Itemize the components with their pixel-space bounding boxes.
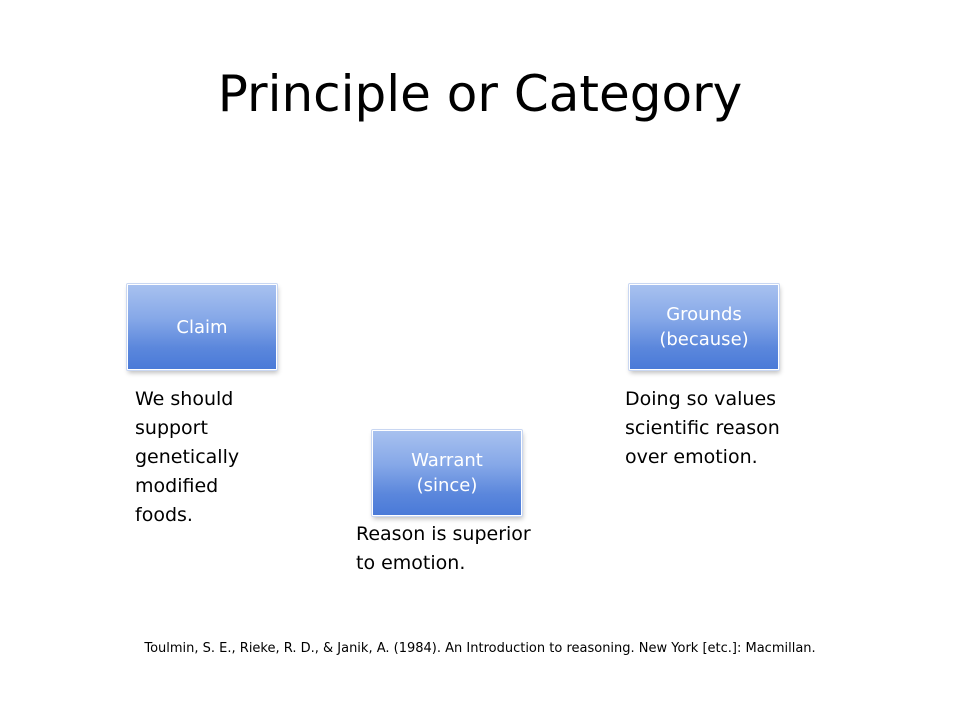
claim-node[interactable]: Claim — [127, 284, 277, 370]
warrant-text: Reason is superior to emotion. — [356, 523, 531, 574]
grounds-text: Doing so values scientific reason over e… — [625, 388, 780, 468]
grounds-node[interactable]: Grounds (because) — [629, 284, 779, 370]
claim-text: We should support genetically modified f… — [135, 388, 240, 526]
warrant-node[interactable]: Warrant (since) — [372, 430, 522, 516]
slide-title: Principle or Category — [217, 65, 743, 123]
citation: Toulmin, S. E., Rieke, R. D., & Janik, A… — [144, 641, 816, 656]
